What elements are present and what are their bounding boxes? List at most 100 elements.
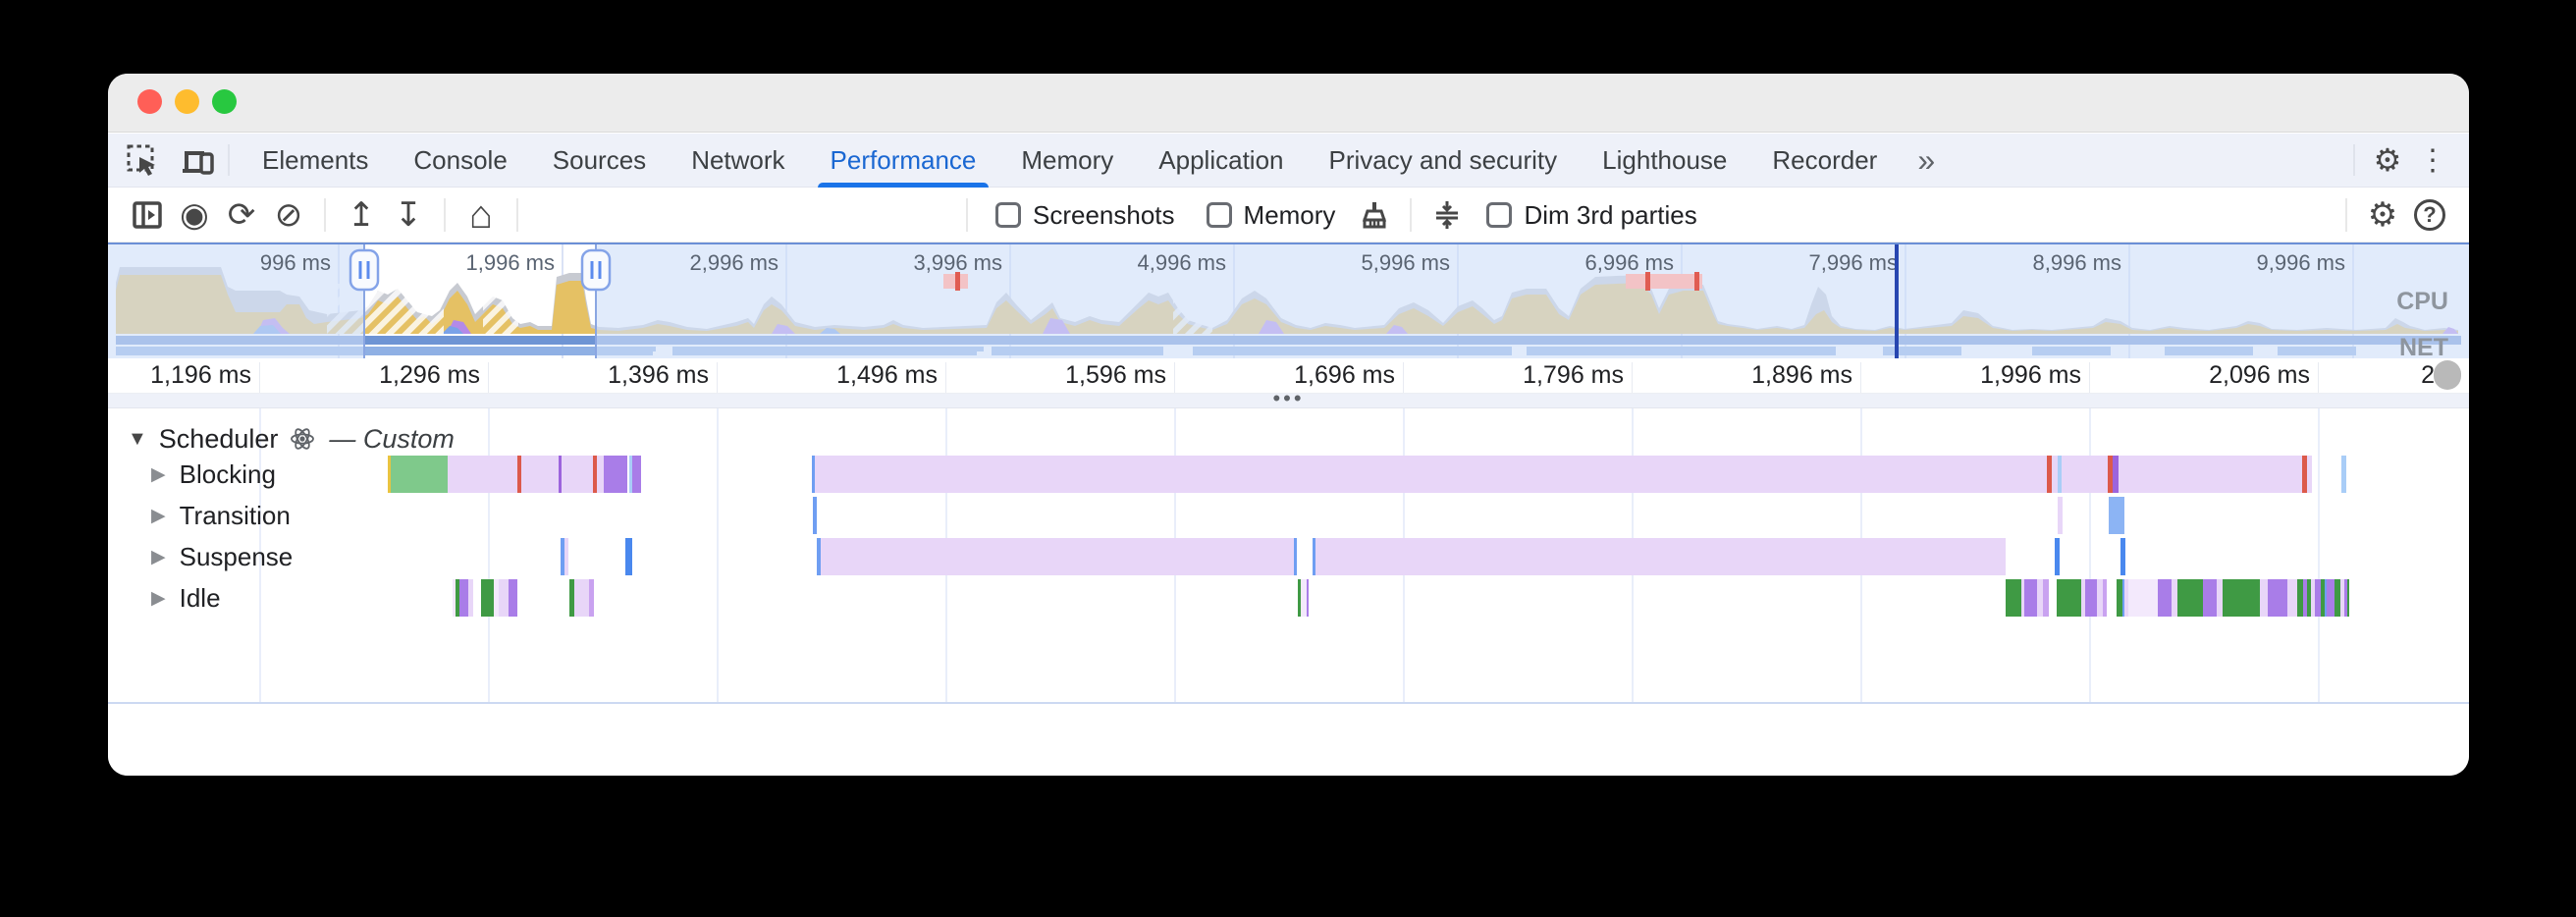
idle-event-bar[interactable] [2128,579,2158,617]
zoom-window-button[interactable] [212,89,237,114]
idle-event-bar[interactable] [2021,579,2024,617]
idle-event-bar[interactable] [2344,579,2347,617]
suspense-event-bar[interactable] [1315,538,2006,575]
blocking-event-bar[interactable] [604,456,627,493]
memory-checkbox-box[interactable] [1206,202,1232,228]
collect-garbage-icon[interactable] [1351,191,1398,239]
blocking-event-bar[interactable] [517,456,521,493]
track-scheduler-header[interactable]: ▼ Scheduler — Custom [128,424,455,454]
idle-event-bar[interactable] [2103,579,2107,617]
more-tabs-button[interactable]: » [1917,141,1936,178]
selection-handle-left[interactable] [349,248,380,292]
idle-event-bar[interactable] [459,579,468,617]
devtools-settings-gear-icon[interactable]: ⚙ [2373,142,2402,178]
track-row-suspense[interactable]: ▶Suspense [151,538,293,575]
idle-event-bar[interactable] [453,579,456,617]
clear-icon[interactable]: ⊘ [274,196,303,234]
tab-recorder[interactable]: Recorder [1772,145,1878,175]
screenshots-checkbox[interactable]: Screenshots [995,200,1175,231]
idle-event-bar[interactable] [2340,579,2344,617]
blocking-event-bar[interactable] [629,456,632,493]
home-live-metrics-icon[interactable]: ⌂ [468,192,494,237]
panel-resize-handle[interactable]: ••• [108,386,2469,410]
reload-and-record-icon[interactable]: ⟳ [227,196,256,234]
suspense-event-bar[interactable] [2055,538,2060,575]
idle-event-bar[interactable] [2006,579,2021,617]
transition-event-bar[interactable] [2058,497,2063,534]
idle-event-bar[interactable] [2287,579,2297,617]
blocking-event-bar[interactable] [632,456,641,493]
blocking-event-bar[interactable] [2062,456,2108,493]
toggle-sidebar-icon[interactable] [124,191,171,239]
idle-event-bar[interactable] [2327,579,2334,617]
blocking-event-bar[interactable] [2302,456,2307,493]
idle-event-bar[interactable] [2307,579,2311,617]
idle-event-bar[interactable] [2334,579,2340,617]
upload-profile-icon[interactable]: ↥ [347,196,376,234]
blocking-event-bar[interactable] [2341,456,2346,493]
blocking-event-bar[interactable] [2047,456,2052,493]
blocking-event-bar[interactable] [559,456,562,493]
blocking-event-bar[interactable] [2058,456,2062,493]
idle-event-bar[interactable] [1298,579,1301,617]
tab-memory[interactable]: Memory [1021,145,1114,175]
track-row-blocking[interactable]: ▶Blocking [151,456,276,493]
tab-performance[interactable]: Performance [808,134,999,188]
idle-event-bar[interactable] [456,579,459,617]
idle-event-bar[interactable] [2321,579,2325,617]
minimize-window-button[interactable] [175,89,199,114]
idle-event-bar[interactable] [468,579,473,617]
selection-handle-right[interactable] [580,248,612,292]
idle-event-bar[interactable] [509,579,517,617]
chevron-right-icon[interactable]: ▶ [151,546,166,567]
blocking-event-bar[interactable] [815,456,2047,493]
device-toolbar-icon[interactable] [177,139,218,181]
idle-event-bar[interactable] [1307,579,1309,617]
dim-3rd-parties-checkbox-box[interactable] [1486,202,1513,228]
tab-network[interactable]: Network [691,145,785,175]
suspense-event-bar[interactable] [821,538,1294,575]
idle-event-bar[interactable] [2268,579,2287,617]
idle-event-bar[interactable] [2347,579,2349,617]
screenshots-checkbox-box[interactable] [995,202,1021,228]
memory-checkbox[interactable]: Memory [1206,200,1335,231]
idle-event-bar[interactable] [2085,579,2097,617]
suspense-event-bar[interactable] [1294,538,1297,575]
blocking-event-bar[interactable] [812,456,815,493]
drag-dots-icon[interactable]: ••• [1272,386,1305,410]
idle-event-bar[interactable] [2024,579,2037,617]
tab-privacy-and-security[interactable]: Privacy and security [1328,145,1558,175]
idle-event-bar[interactable] [2043,579,2049,617]
record-icon[interactable]: ◉ [180,196,209,234]
tab-sources[interactable]: Sources [552,145,647,175]
blocking-event-bar[interactable] [597,456,604,493]
idle-event-bar[interactable] [2217,579,2223,617]
idle-event-bar[interactable] [499,579,509,617]
blocking-event-bar[interactable] [521,456,559,493]
idle-event-bar[interactable] [2097,579,2103,617]
idle-event-bar[interactable] [2297,579,2303,617]
transition-event-bar[interactable] [2109,497,2124,534]
track-row-transition[interactable]: ▶Transition [151,497,291,534]
idle-event-bar[interactable] [569,579,574,617]
idle-event-bar[interactable] [2223,579,2260,617]
suspense-event-bar[interactable] [625,538,632,575]
blocking-event-bar[interactable] [391,456,448,493]
suspense-event-bar[interactable] [1313,538,1315,575]
idle-event-bar[interactable] [574,579,589,617]
chevron-right-icon[interactable]: ▶ [151,505,166,526]
idle-event-bar[interactable] [2037,579,2043,617]
blocking-event-bar[interactable] [593,456,597,493]
idle-event-bar[interactable] [2124,579,2128,617]
suspense-event-bar[interactable] [2120,538,2125,575]
suspense-event-bar[interactable] [561,538,564,575]
blocking-event-bar[interactable] [2113,456,2119,493]
inspect-element-icon[interactable] [122,139,163,181]
idle-event-bar[interactable] [2311,579,2315,617]
idle-event-bar[interactable] [2303,579,2307,617]
devtools-menu-dots-icon[interactable]: ⋮ [2418,143,2447,177]
tab-application[interactable]: Application [1158,145,1284,175]
idle-event-bar[interactable] [494,579,499,617]
tab-elements[interactable]: Elements [262,145,369,175]
idle-event-bar[interactable] [1301,579,1307,617]
